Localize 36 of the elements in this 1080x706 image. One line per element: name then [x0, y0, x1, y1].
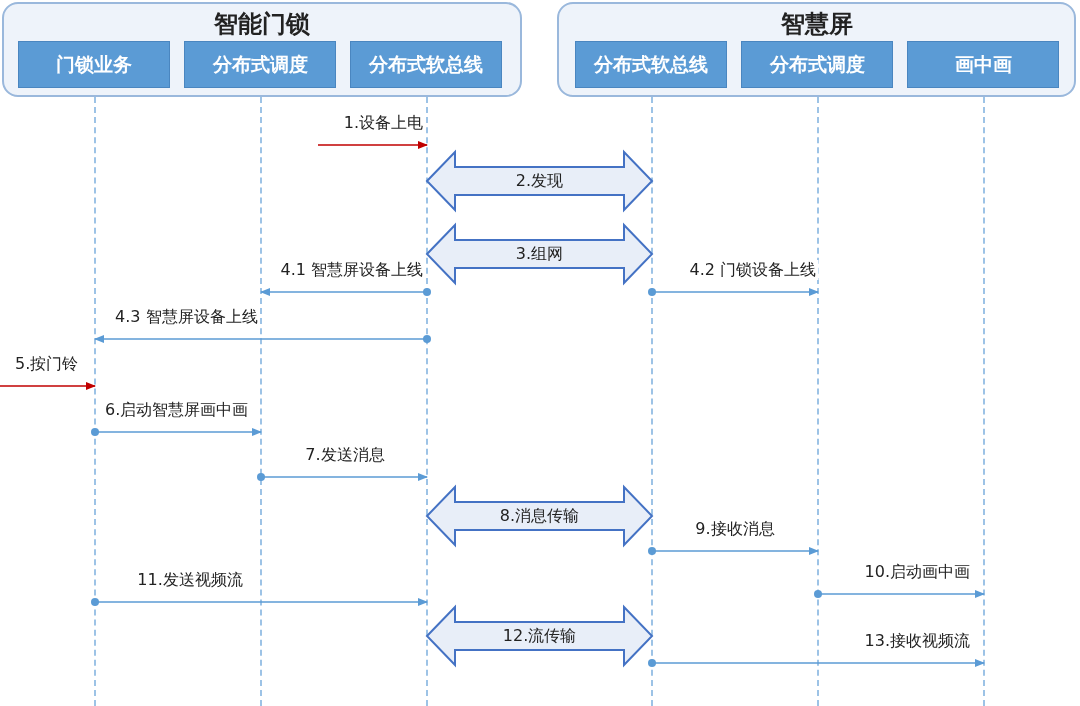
message-arrow	[91, 428, 262, 436]
participant-box: 分布式软总线	[350, 41, 502, 88]
group-box	[557, 2, 1076, 97]
trigger-arrow	[317, 141, 428, 149]
message-arrow	[94, 335, 431, 343]
participant-box: 门锁业务	[18, 41, 170, 88]
group-title: 智慧屏	[779, 9, 854, 40]
block-arrow	[425, 222, 654, 286]
edge-label: 5.按门铃	[13, 354, 81, 374]
participant-box: 分布式软总线	[575, 41, 727, 88]
edge-label: 6.启动智慧屏画中画	[103, 400, 251, 420]
edge-label: 9.接收消息	[693, 519, 777, 539]
block-arrow	[425, 149, 654, 213]
edge-label: 4.1 智慧屏设备上线	[278, 260, 425, 280]
message-arrow	[648, 547, 819, 555]
edge-label: 4.2 门锁设备上线	[687, 260, 818, 280]
lifeline	[817, 97, 819, 706]
edge-label: 2.发现	[513, 171, 566, 191]
group-box	[2, 2, 522, 97]
edge-label: 8.消息传输	[497, 506, 582, 526]
message-arrow	[260, 288, 431, 296]
lifeline	[260, 97, 262, 706]
message-arrow	[814, 590, 985, 598]
message-arrow	[91, 598, 428, 606]
participant-box: 分布式调度	[184, 41, 336, 88]
message-arrow	[648, 288, 819, 296]
lifeline	[94, 97, 96, 706]
lifeline	[983, 97, 985, 706]
edge-label: 7.发送消息	[303, 445, 387, 465]
participant-box: 分布式调度	[741, 41, 893, 88]
message-arrow	[648, 659, 985, 667]
participant-box: 画中画	[907, 41, 1059, 88]
group-title: 智能门锁	[213, 9, 311, 40]
message-arrow	[257, 473, 428, 481]
edge-label: 4.3 智慧屏设备上线	[113, 307, 260, 327]
trigger-arrow	[0, 382, 96, 390]
